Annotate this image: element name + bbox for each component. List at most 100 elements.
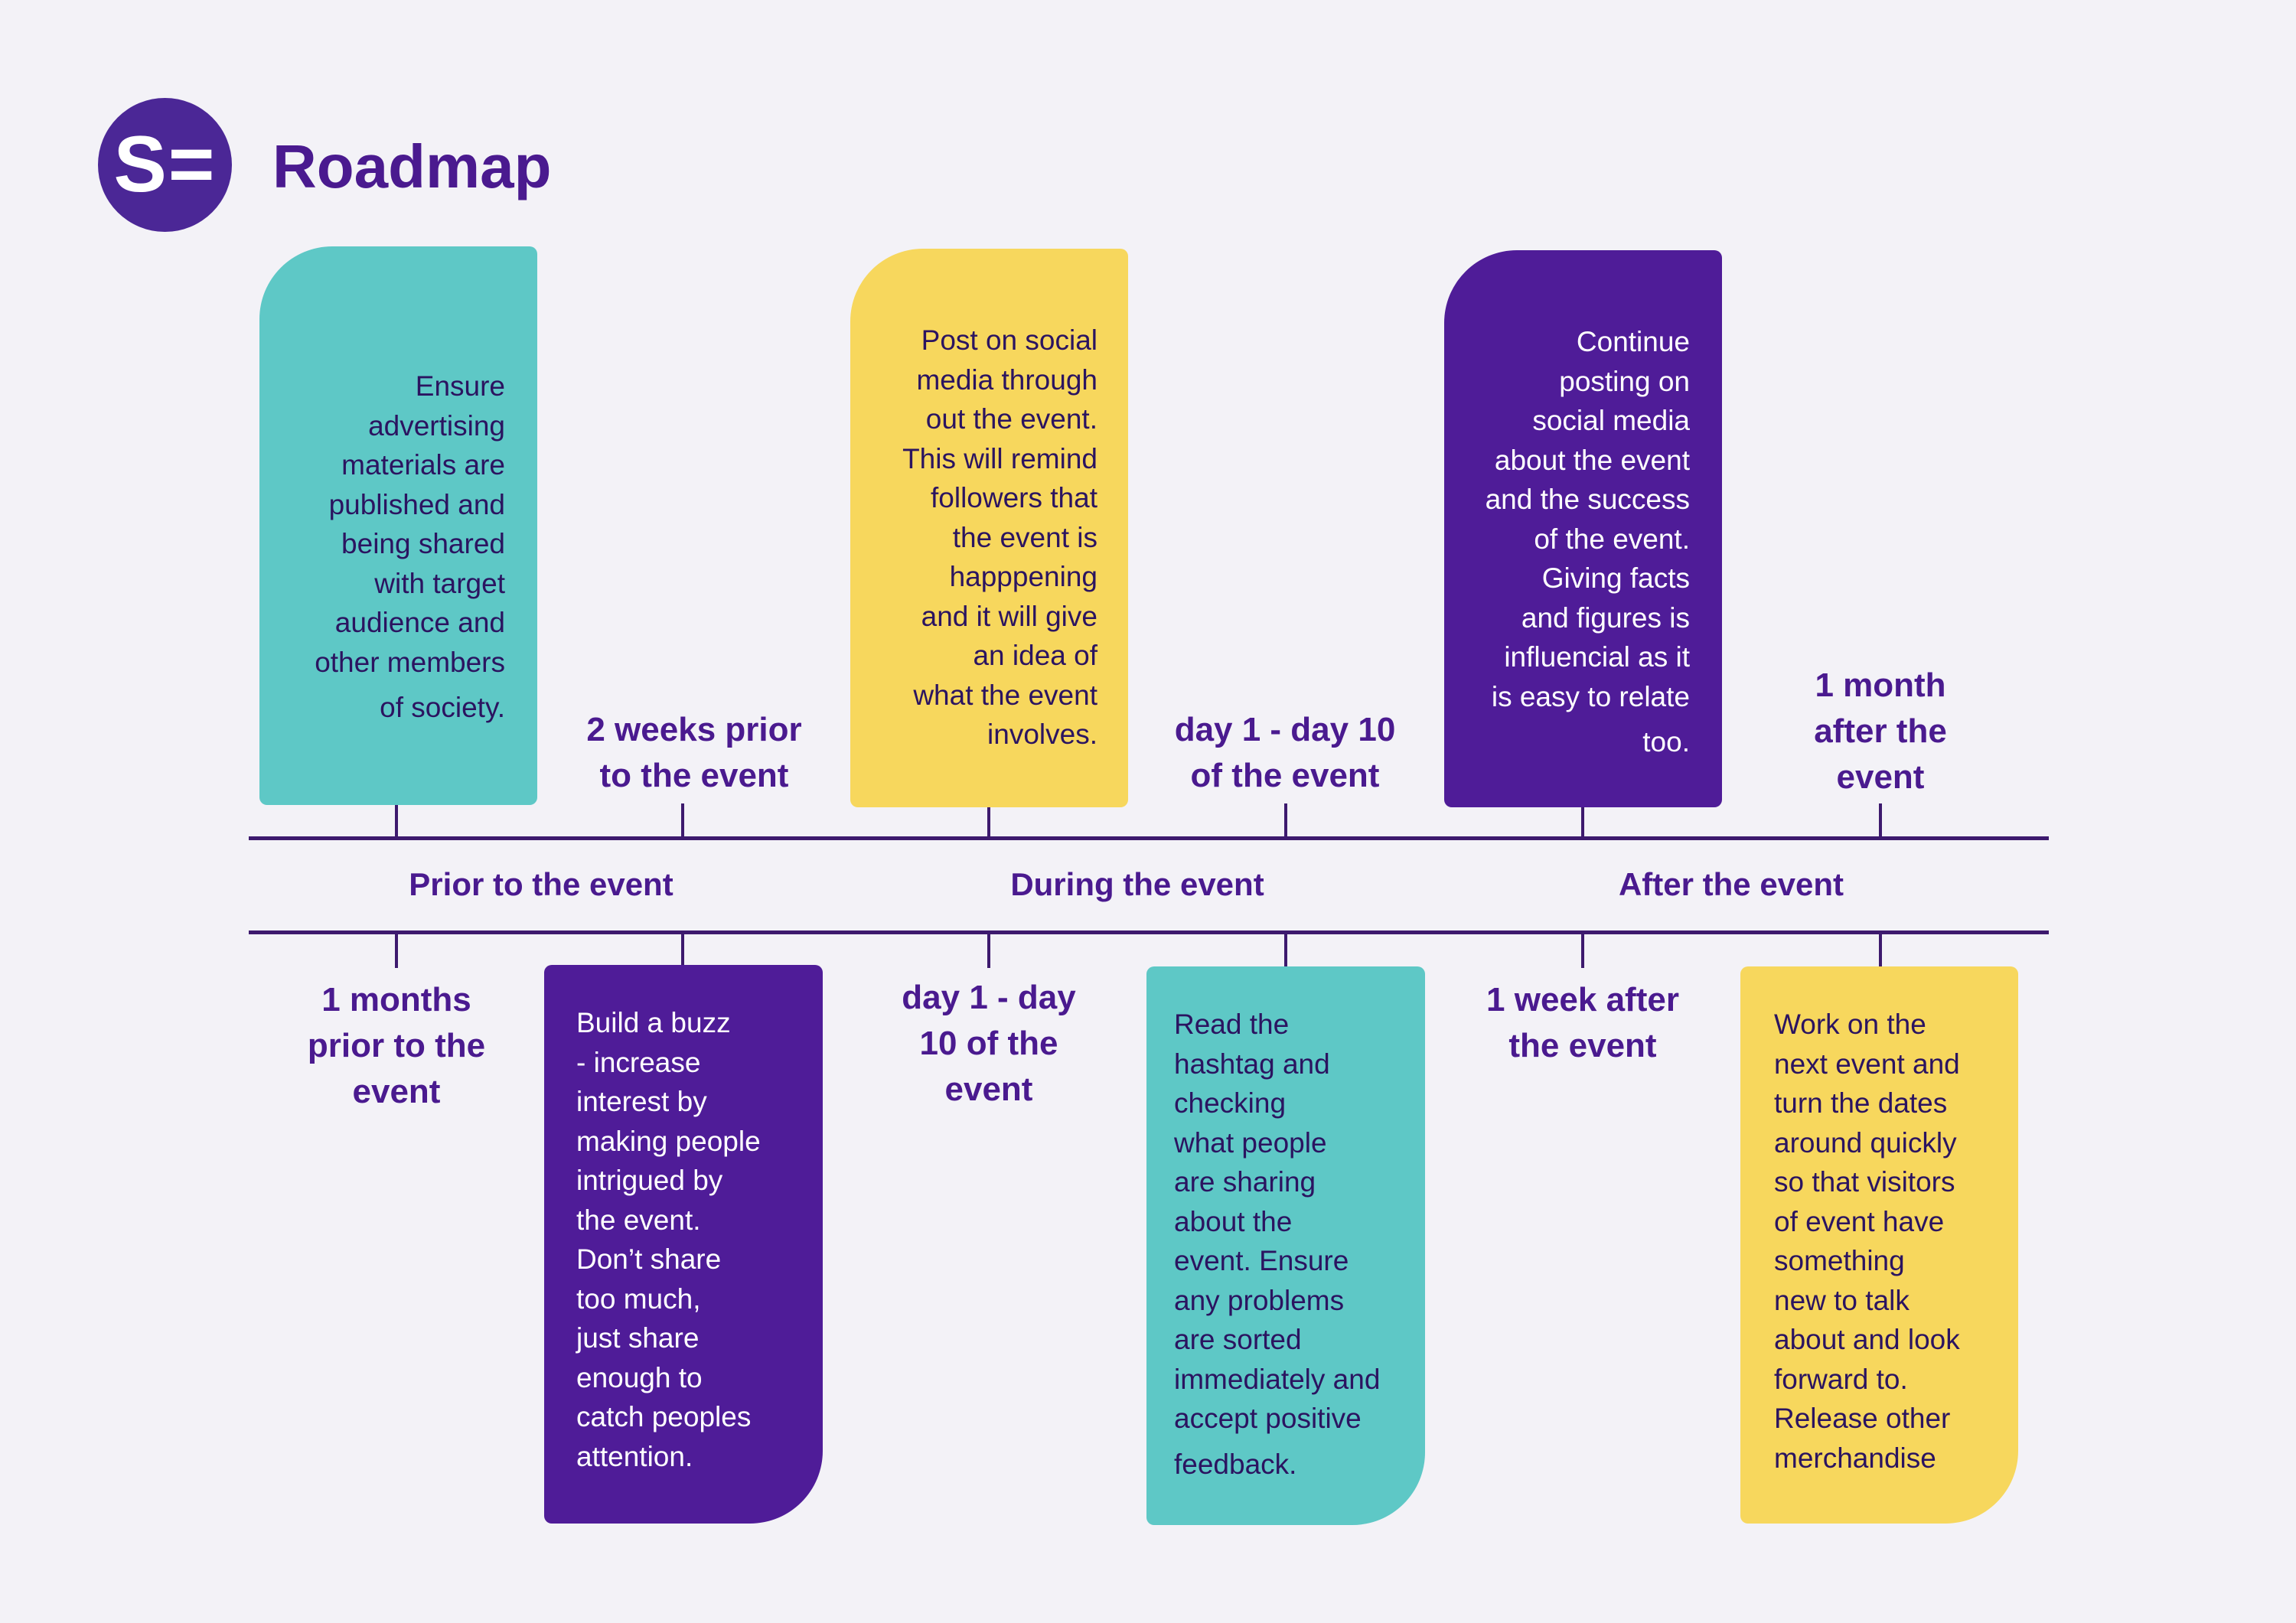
card-line: published and xyxy=(328,488,505,520)
card-line: influencial as it xyxy=(1504,641,1690,673)
phase-label-prior: Prior to the event xyxy=(409,866,673,902)
lower-tick xyxy=(1879,934,1882,968)
card-line: hashtag and xyxy=(1174,1048,1330,1080)
card-line: what the event xyxy=(913,679,1097,711)
card-line: the event. xyxy=(576,1204,701,1236)
card-line: too. xyxy=(1642,726,1690,758)
card-line: intrigued by xyxy=(576,1165,723,1196)
card-line: new to talk xyxy=(1774,1284,1910,1316)
card-line: materials are xyxy=(341,449,505,481)
card-line: Continue xyxy=(1576,326,1690,357)
card-line: Giving facts xyxy=(1541,562,1690,594)
card-line: Ensure xyxy=(415,370,505,402)
card-line: Post on social xyxy=(921,324,1097,356)
label-1-month-after: 1 month after the event xyxy=(1766,663,1995,800)
lower-tick xyxy=(395,934,398,968)
lower-tick xyxy=(1284,934,1287,968)
card-line: being shared xyxy=(341,528,505,559)
lower-tick xyxy=(1581,934,1584,968)
card-line: other members xyxy=(315,646,505,678)
card-line: just share xyxy=(576,1322,700,1354)
card-line: Work on the xyxy=(1774,1009,1926,1040)
card-line: of event have xyxy=(1774,1205,1945,1237)
upper-tick xyxy=(395,803,398,837)
card-line: forward to. xyxy=(1774,1363,1908,1395)
card-line: checking xyxy=(1174,1087,1287,1119)
label-line: event xyxy=(352,1073,441,1110)
card-line: of society. xyxy=(380,692,505,723)
lower-axis-line xyxy=(249,930,2049,934)
card-line: so that visitors xyxy=(1774,1166,1955,1198)
label-line: 1 week after xyxy=(1486,981,1679,1018)
label-line: after the xyxy=(1814,712,1947,750)
label-line: the event xyxy=(1508,1027,1657,1064)
logo-icon: S= xyxy=(98,98,232,232)
card-line: advertising xyxy=(368,409,505,442)
card-line: interest by xyxy=(576,1086,707,1117)
upper-tick xyxy=(987,803,990,837)
card-line: any problems xyxy=(1174,1284,1345,1316)
label-line: 1 months xyxy=(321,981,471,1018)
label-line: to the event xyxy=(599,757,789,794)
lower-tick xyxy=(987,934,990,968)
card-line: Release other xyxy=(1774,1403,1951,1434)
card-line: involves. xyxy=(987,719,1097,750)
label-line: event xyxy=(1836,758,1925,796)
card-line: event. Ensure xyxy=(1174,1245,1349,1276)
card-line: attention. xyxy=(576,1440,693,1472)
card-line: and it will give xyxy=(921,600,1097,632)
card-during-hashtag: Read the hashtag and checking what peopl… xyxy=(1146,966,1425,1525)
card-prior-build-buzz: Build a buzz - increase interest by maki… xyxy=(544,965,823,1524)
card-after-next-event: Work on the next event and turn the date… xyxy=(1740,966,2018,1524)
label-line: 1 month xyxy=(1815,666,1946,704)
phase-label-during: During the event xyxy=(1010,866,1264,902)
label-line: 10 of the xyxy=(919,1025,1058,1062)
card-line: making people xyxy=(576,1125,761,1157)
card-line: around quickly xyxy=(1774,1126,1957,1159)
card-line: - increase xyxy=(576,1046,701,1078)
label-1-months-prior: 1 months prior to the event xyxy=(278,977,515,1115)
card-line: about the xyxy=(1174,1205,1293,1237)
card-line: Build a buzz xyxy=(576,1007,731,1038)
upper-tick xyxy=(1581,803,1584,837)
upper-tick xyxy=(1879,803,1882,837)
card-line: happpening xyxy=(949,561,1097,592)
card-line: accept positive xyxy=(1174,1403,1362,1434)
label-line: prior to the xyxy=(307,1027,486,1064)
card-line: posting on xyxy=(1559,365,1690,397)
upper-axis-line xyxy=(249,836,2049,840)
card-line: media through xyxy=(916,363,1097,396)
card-line: and figures is xyxy=(1521,601,1690,634)
card-line: Don’t share xyxy=(576,1243,722,1275)
label-line: event xyxy=(944,1071,1033,1108)
card-line: audience and xyxy=(334,607,505,638)
label-day1-day10-upper: day 1 - day 10 of the event xyxy=(1136,707,1434,799)
card-during-social-media: Post on social media through out the eve… xyxy=(850,249,1128,807)
card-line: is easy to relate xyxy=(1491,680,1690,712)
card-line: out the event. xyxy=(925,403,1097,435)
card-line: This will remind xyxy=(902,442,1097,474)
card-after-continue-posting: Continue posting on social media about t… xyxy=(1444,250,1722,807)
card-line: enough to xyxy=(576,1361,703,1393)
card-line: social media xyxy=(1532,405,1690,436)
card-line: are sorted xyxy=(1174,1324,1302,1355)
label-line: day 1 - day xyxy=(902,979,1076,1016)
card-line: what people xyxy=(1174,1126,1327,1159)
phase-label-after: After the event xyxy=(1618,866,1844,902)
card-line: catch peoples xyxy=(576,1401,752,1432)
upper-tick xyxy=(1284,803,1287,837)
label-line: 2 weeks prior xyxy=(586,711,802,748)
label-2-weeks-prior: 2 weeks prior to the event xyxy=(545,707,843,799)
label-line: day 1 - day 10 xyxy=(1174,711,1396,748)
card-line: feedback. xyxy=(1174,1448,1297,1480)
card-line: about the event xyxy=(1494,444,1690,476)
card-line: are sharing xyxy=(1174,1166,1316,1198)
card-line: Read the xyxy=(1174,1009,1290,1040)
card-line: about and look xyxy=(1774,1324,1960,1355)
card-line: the event is xyxy=(952,521,1097,553)
upper-tick xyxy=(681,803,684,837)
card-line: followers that xyxy=(931,482,1097,513)
card-line: of the event. xyxy=(1534,523,1690,555)
label-line: of the event xyxy=(1190,757,1380,794)
card-line: and the success xyxy=(1485,484,1690,515)
